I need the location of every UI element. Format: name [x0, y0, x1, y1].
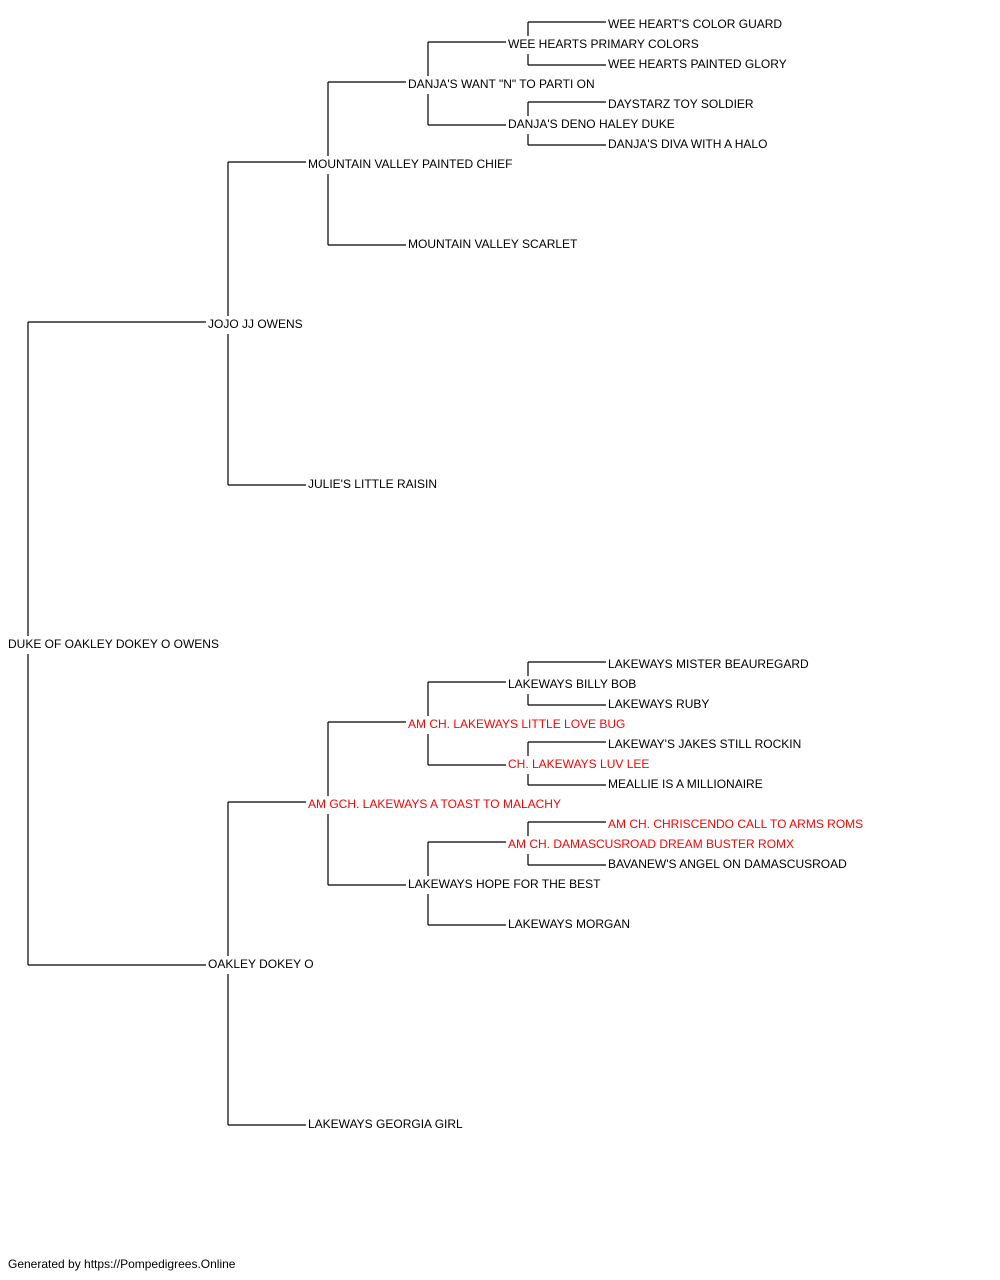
pedigree-name-dam: OAKLEY DOKEY O [208, 957, 314, 971]
pedigree-name-sire-dam: JULIE'S LITTLE RAISIN [308, 477, 437, 491]
generated-by-footer: Generated by https://Pompedigrees.Online [8, 1257, 236, 1271]
pedigree-name-dssd-sire: LAKEWAY'S JAKES STILL ROCKIN [608, 737, 802, 751]
pedigree-name-dsd-sire: AM CH. DAMASCUSROAD DREAM BUSTER ROMX [508, 837, 795, 851]
pedigree-name-ss-sire: DANJA'S WANT "N" TO PARTI ON [408, 77, 595, 91]
pedigree-name-dam-dam: LAKEWAYS GEORGIA GIRL [308, 1117, 463, 1131]
pedigree-name-dssd-dam: MEALLIE IS A MILLIONAIRE [608, 777, 763, 791]
pedigree-name-dsss-dam: LAKEWAYS RUBY [608, 697, 710, 711]
pedigree-name-dsss-sire: LAKEWAYS MISTER BEAUREGARD [608, 657, 809, 671]
pedigree-name-sssd-sire: DAYSTARZ TOY SOLDIER [608, 97, 754, 111]
pedigree-name-sss-dam: DANJA'S DENO HALEY DUKE [508, 117, 675, 131]
pedigree-name-subject: DUKE OF OAKLEY DOKEY O OWENS [8, 637, 219, 651]
pedigree-name-dsd-dam: LAKEWAYS MORGAN [508, 917, 631, 931]
pedigree-name-dsds-sire: AM CH. CHRISCENDO CALL TO ARMS ROMS [608, 817, 864, 831]
pedigree-name-ss-dam: MOUNTAIN VALLEY SCARLET [408, 237, 578, 251]
pedigree-name-ds-dam: LAKEWAYS HOPE FOR THE BEST [408, 877, 601, 891]
pedigree-name-dss-dam: CH. LAKEWAYS LUV LEE [508, 757, 650, 771]
pedigree-name-dss-sire: LAKEWAYS BILLY BOB [508, 677, 637, 691]
pedigree-name-sire-sire: MOUNTAIN VALLEY PAINTED CHIEF [308, 157, 513, 171]
pedigree-name-ds-sire: AM CH. LAKEWAYS LITTLE LOVE BUG [408, 717, 626, 731]
pedigree-name-dam-sire: AM GCH. LAKEWAYS A TOAST TO MALACHY [308, 797, 561, 811]
pedigree-name-dsds-dam: BAVANEW'S ANGEL ON DAMASCUSROAD [608, 857, 847, 871]
pedigree-name-ssss-sire: WEE HEART'S COLOR GUARD [608, 17, 783, 31]
pedigree-name-ssss-dam: WEE HEARTS PAINTED GLORY [608, 57, 787, 71]
pedigree-name-sire: JOJO JJ OWENS [208, 317, 303, 331]
pedigree-name-sssd-dam: DANJA'S DIVA WITH A HALO [608, 137, 768, 151]
pedigree-name-sss-sire: WEE HEARTS PRIMARY COLORS [508, 37, 699, 51]
